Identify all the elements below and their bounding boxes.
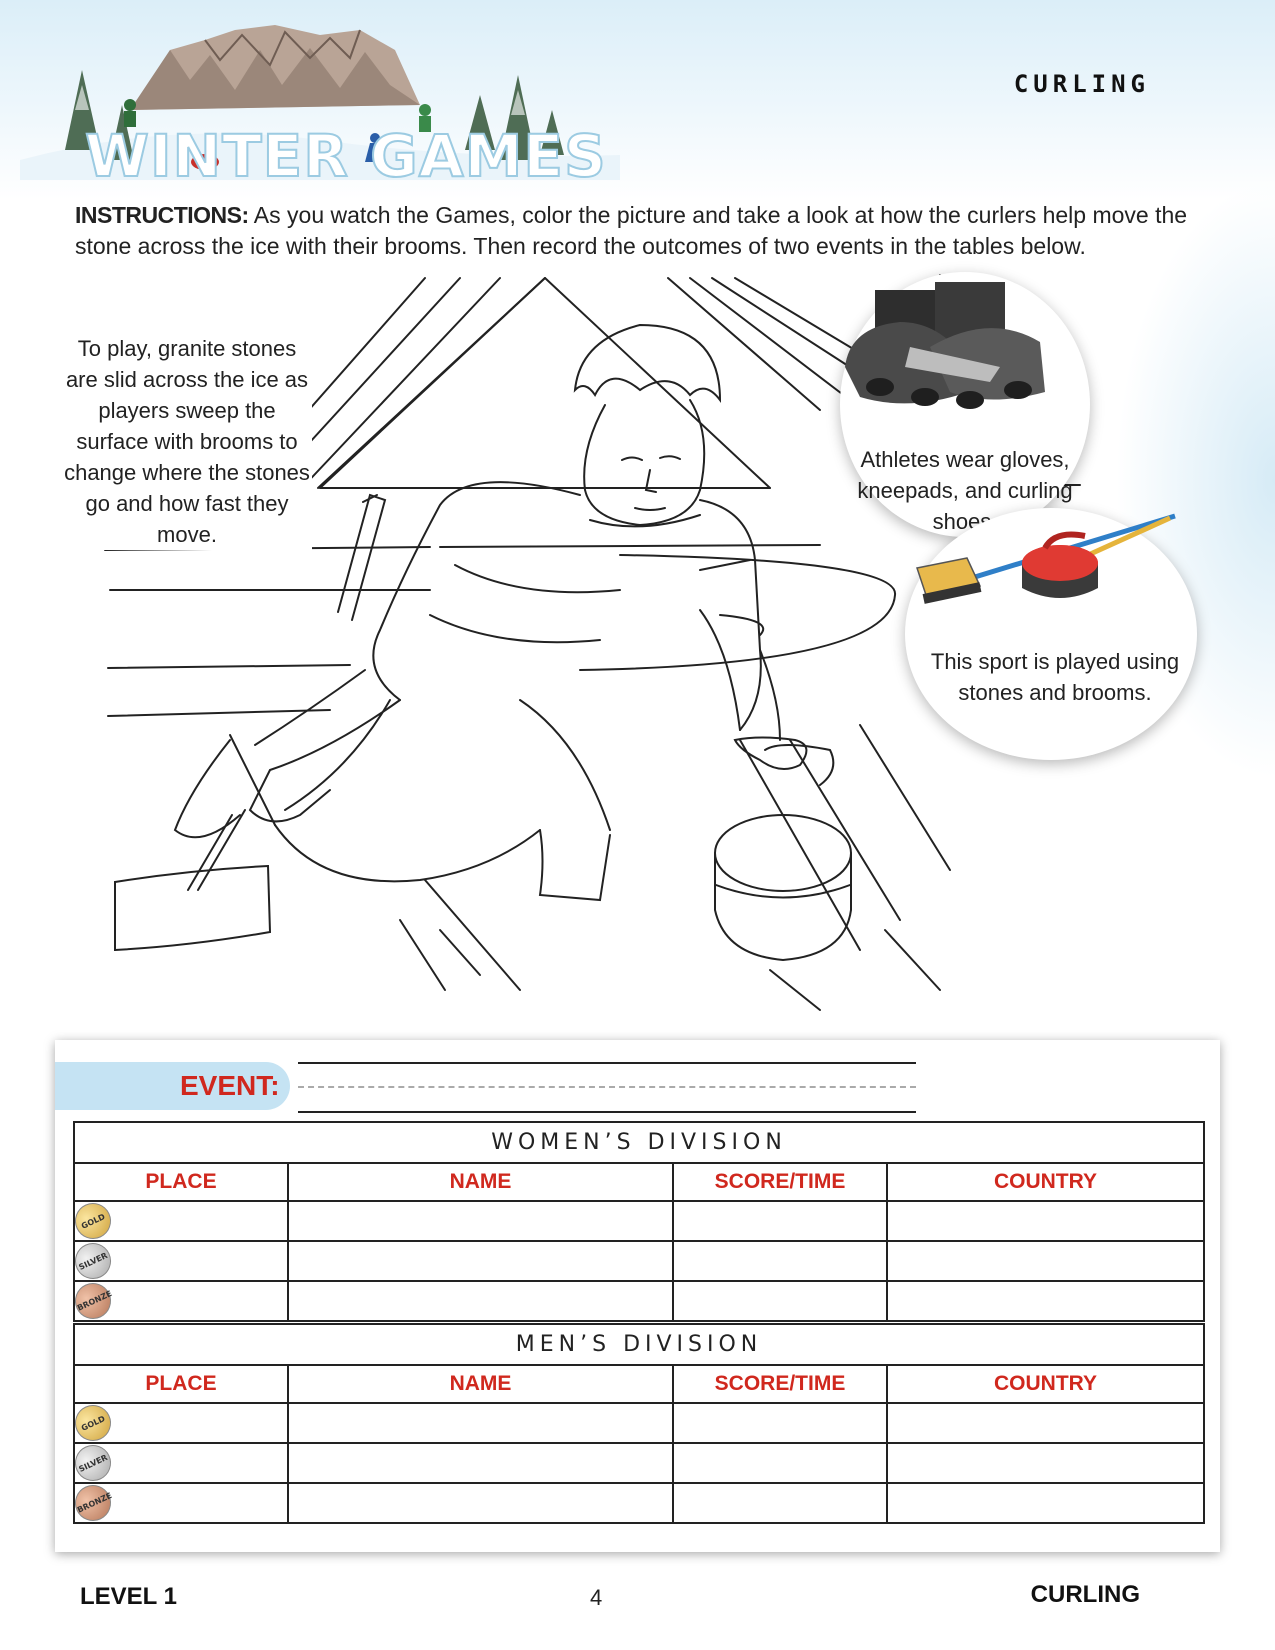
womens-division-title: WOMEN’S DIVISION [73, 1121, 1205, 1164]
womens-division-table: WOMEN’S DIVISION PLACE NAME SCORE/TIME C… [69, 1121, 1205, 1325]
fact-circle-equipment [905, 508, 1197, 760]
place-cell: GOLD [69, 1197, 289, 1245]
place-cell: BRONZE [69, 1479, 289, 1527]
logo-scene-illustration [20, 25, 620, 180]
bronze-medal-icon: BRONZE [69, 1277, 117, 1325]
name-header: NAME [287, 1162, 674, 1202]
event-writing-baseline [298, 1111, 916, 1113]
silver-medal-icon: SILVER [69, 1439, 117, 1487]
fact-athlete-gear: Athletes wear gloves, kneepads, and curl… [857, 447, 1073, 534]
fact-equipment: This sport is played using stones and br… [930, 649, 1180, 705]
table-row: GOLD [69, 1197, 1205, 1245]
name-cell[interactable] [287, 1200, 674, 1242]
table-row: BRONZE [69, 1479, 1206, 1527]
country-cell[interactable] [886, 1200, 1205, 1242]
fact-how-to-play: To play, granite stones are slid across … [62, 333, 312, 550]
name-cell[interactable] [287, 1280, 674, 1322]
bronze-medal-icon: BRONZE [69, 1479, 117, 1527]
country-cell[interactable] [885, 1402, 1206, 1444]
score-time-cell[interactable] [672, 1482, 888, 1524]
score-time-header: SCORE/TIME [672, 1364, 888, 1404]
name-cell[interactable] [287, 1482, 674, 1524]
score-time-cell[interactable] [672, 1200, 888, 1242]
footer-topic: CURLING [1030, 1581, 1140, 1608]
name-cell[interactable] [287, 1442, 674, 1484]
place-header: PLACE [73, 1364, 289, 1404]
country-cell[interactable] [885, 1442, 1206, 1484]
mens-division-table: MEN’S DIVISION PLACE NAME SCORE/TIME COU… [69, 1323, 1206, 1527]
silver-medal-icon: SILVER [69, 1237, 117, 1285]
name-header: NAME [287, 1364, 674, 1404]
event-pill [55, 1062, 290, 1110]
instructions-lead: INSTRUCTIONS: [75, 202, 249, 228]
logo-text: WINTER GAMES [84, 121, 607, 191]
score-time-cell[interactable] [672, 1402, 888, 1444]
table-row: GOLD [69, 1399, 1206, 1447]
score-time-cell[interactable] [672, 1442, 888, 1484]
table-row: SILVER [69, 1439, 1206, 1487]
country-header: COUNTRY [886, 1162, 1205, 1202]
instructions-text: As you watch the Games, color the pictur… [75, 202, 1188, 259]
country-cell[interactable] [886, 1240, 1205, 1282]
country-cell[interactable] [885, 1482, 1206, 1524]
name-cell[interactable] [287, 1402, 674, 1444]
score-time-header: SCORE/TIME [672, 1162, 888, 1202]
fact-circle-gear [840, 272, 1090, 537]
event-writing-line[interactable] [298, 1062, 916, 1064]
score-time-cell[interactable] [672, 1240, 888, 1282]
curling-shoes-illustration [845, 282, 1045, 409]
results-card: EVENT: WOMEN’S DIVISION PLACE NAME SCORE… [55, 1040, 1220, 1552]
gold-medal-icon: GOLD [69, 1399, 117, 1447]
page-topic-title: CURLING [1013, 70, 1150, 98]
instructions-paragraph: INSTRUCTIONS: As you watch the Games, co… [75, 200, 1195, 262]
footer-level: LEVEL 1 [80, 1583, 177, 1610]
event-label: EVENT: [180, 1070, 280, 1101]
place-header: PLACE [73, 1162, 289, 1202]
table-row: BRONZE [69, 1277, 1205, 1325]
place-cell: GOLD [69, 1399, 289, 1447]
page-number: 4 [590, 1585, 603, 1610]
curler-coloring-illustration [104, 274, 1081, 1011]
country-header: COUNTRY [885, 1364, 1206, 1404]
table-row: SILVER [69, 1237, 1205, 1285]
place-cell: SILVER [69, 1439, 289, 1487]
winter-games-logo: WINTER GAMES [20, 10, 620, 191]
mens-division-title: MEN’S DIVISION [72, 1323, 1206, 1366]
event-writing-midline [298, 1086, 916, 1088]
place-cell: BRONZE [69, 1277, 289, 1325]
score-time-cell[interactable] [672, 1280, 888, 1322]
stone-and-broom-illustration [916, 513, 1176, 604]
place-cell: SILVER [69, 1237, 289, 1285]
country-cell[interactable] [886, 1280, 1205, 1322]
gold-medal-icon: GOLD [69, 1197, 117, 1245]
name-cell[interactable] [287, 1240, 674, 1282]
